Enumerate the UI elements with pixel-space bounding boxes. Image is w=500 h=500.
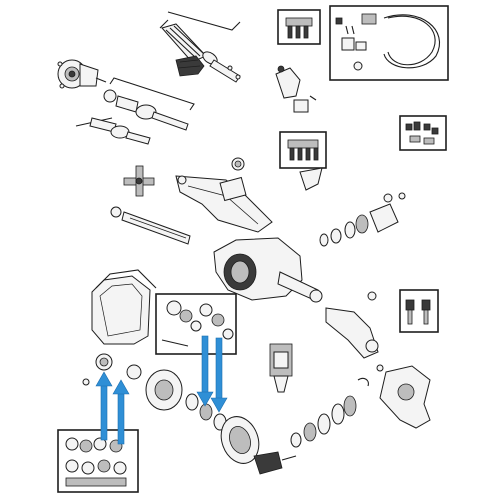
pinion-yoke[interactable] — [299, 167, 323, 191]
kit-box-bottom-left[interactable] — [57, 429, 139, 493]
upper-steering-arm[interactable] — [275, 65, 317, 113]
differential-carrier[interactable] — [82, 353, 183, 411]
sealant-tube-icon — [269, 343, 293, 393]
differential-housing[interactable] — [213, 237, 323, 303]
kit-box-top-right[interactable] — [329, 5, 449, 81]
ring-gear[interactable] — [215, 411, 265, 468]
axle-shaft-long[interactable] — [110, 206, 191, 245]
bolt-kit-icon — [285, 17, 313, 39]
spider-gear-kit-icon — [161, 300, 234, 347]
axle-housing-tube[interactable] — [175, 157, 273, 233]
cv-axle-shaft[interactable] — [159, 11, 241, 83]
kit-box-center-left[interactable] — [155, 293, 237, 355]
arrow-up-left — [95, 371, 113, 441]
kit-box-top-center[interactable] — [277, 9, 321, 45]
bearing-kit-icon — [65, 437, 127, 487]
yoke-kit-icon — [287, 139, 319, 161]
arrow-down-right — [210, 337, 228, 413]
kit-box-right-small[interactable] — [399, 115, 447, 151]
pinion-seal-cluster[interactable] — [290, 395, 357, 448]
arrow-up-right — [112, 379, 130, 445]
pinion-gear[interactable] — [253, 451, 297, 475]
kit-box-right-ball-joint[interactable] — [399, 289, 439, 333]
hub-bearing-assembly[interactable] — [57, 59, 107, 89]
inner-axle-shaft-lower[interactable] — [75, 117, 151, 145]
inner-axle-shaft-upper[interactable] — [103, 77, 195, 131]
u-joint[interactable] — [123, 165, 155, 197]
kit-box-center-small[interactable] — [279, 131, 327, 169]
right-seal-bearing-cluster[interactable] — [319, 192, 406, 247]
ball-joint-kit-icon — [405, 299, 431, 325]
differential-cover[interactable] — [91, 269, 157, 345]
steering-knuckle[interactable] — [357, 364, 431, 429]
sealant-tube[interactable] — [269, 343, 293, 393]
cable-kit-icon — [335, 13, 441, 71]
right-axle-tube[interactable] — [325, 291, 379, 359]
cv-boot[interactable] — [175, 55, 205, 77]
hardware-kit-icon — [405, 121, 439, 145]
arrow-down-left — [196, 335, 214, 407]
